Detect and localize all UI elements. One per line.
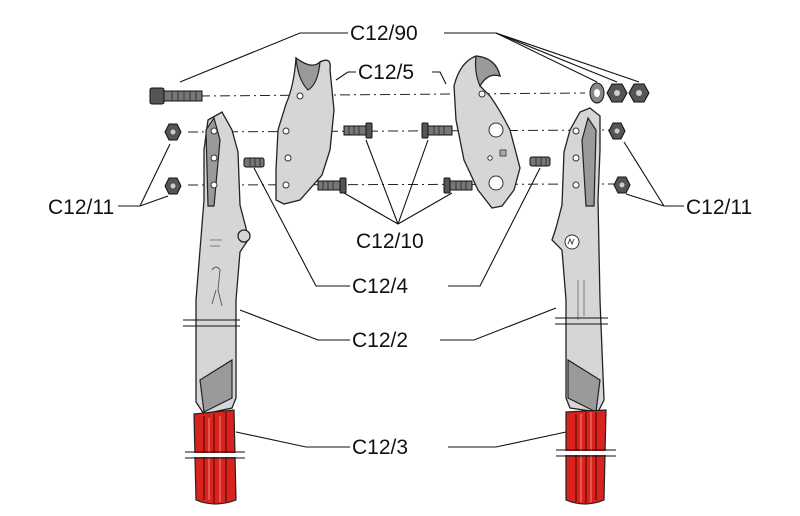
screw-right-lower <box>443 177 473 194</box>
pin-left <box>243 157 265 168</box>
screw-left-lower <box>317 177 347 194</box>
left-grip <box>185 409 245 505</box>
right-handle-logo <box>564 234 580 250</box>
left-handle-engraving <box>210 239 223 307</box>
assembly-axes <box>187 92 619 186</box>
right-handle <box>551 107 608 413</box>
pivot-bolt <box>149 87 203 105</box>
pivot-nut-2 <box>628 83 650 103</box>
left-blade <box>275 56 335 205</box>
label-c12-11-right: C12/11 <box>686 196 752 219</box>
right-nut-lower <box>613 176 631 194</box>
left-nut-lower <box>164 177 182 195</box>
screw-right-upper <box>421 122 453 139</box>
pivot-nut-1 <box>606 83 628 103</box>
left-handle <box>183 111 251 415</box>
label-c12-4: C12/4 <box>352 275 408 298</box>
left-nut-upper <box>164 123 182 141</box>
label-c12-10: C12/10 <box>356 230 424 253</box>
pivot-washer <box>589 82 605 104</box>
label-c12-90: C12/90 <box>350 22 418 45</box>
label-c12-2: C12/2 <box>352 329 408 352</box>
right-blade <box>453 55 521 209</box>
left-handle-pivot <box>237 229 251 243</box>
pin-right <box>529 156 551 167</box>
label-c12-11-left: C12/11 <box>48 196 114 219</box>
leader-lines <box>118 32 684 448</box>
label-c12-5: C12/5 <box>358 61 414 84</box>
right-nut-upper <box>608 122 626 140</box>
right-grip <box>556 409 616 505</box>
screw-left-upper <box>343 122 373 139</box>
label-c12-3: C12/3 <box>352 436 408 459</box>
